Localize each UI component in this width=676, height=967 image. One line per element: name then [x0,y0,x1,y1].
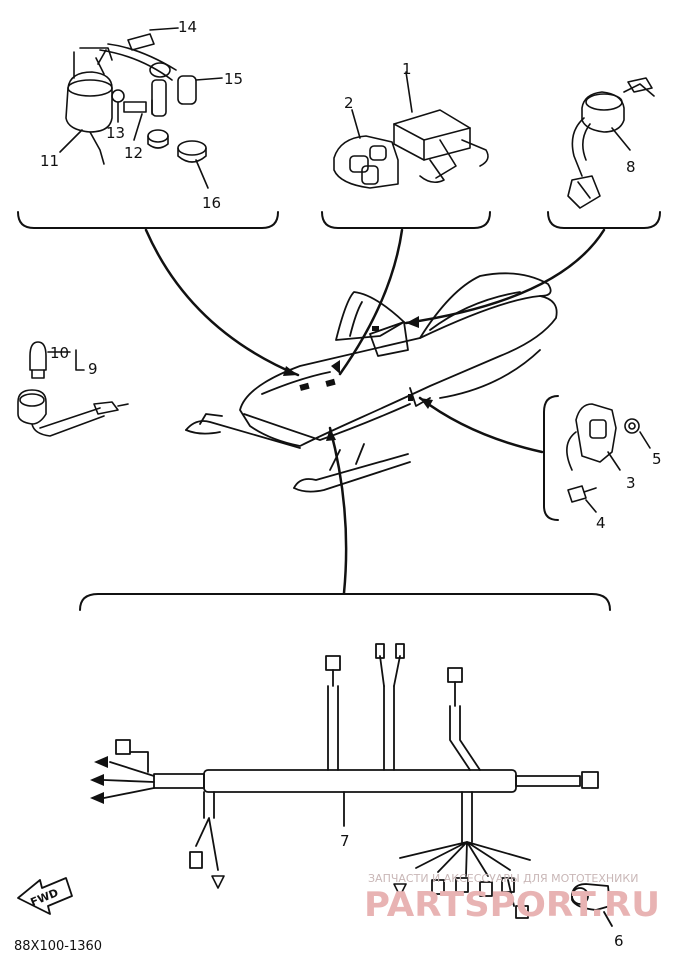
regulator-group [566,403,651,513]
part-label-11: 11 [40,152,59,170]
snowmobile-illustration [185,272,558,493]
part-label-6: 6 [614,932,624,950]
part-label-7: 7 [340,832,350,850]
part-label-16: 16 [202,194,221,212]
bottom-harness-bracket [79,593,611,611]
part-label-3: 3 [626,474,636,492]
harness-down-arrows [211,875,407,897]
wire-harness [103,643,613,927]
part-label-2: 2 [344,94,354,112]
fwd-label: FWD [29,886,61,909]
top-left-bracket [17,211,279,229]
part-label-9: 9 [88,360,98,378]
part-label-13: 13 [106,124,125,142]
snowmobile-details [299,326,413,401]
fwd-arrow-icon [17,877,73,915]
part-label-10: 10 [50,344,69,362]
top-middle-bracket [321,211,491,229]
part-label-1: 1 [402,60,412,78]
cdi-unit-group [333,71,489,189]
top-right-bracket [547,211,661,229]
part-label-14: 14 [178,18,197,36]
drawing-code: 88X100-1360 [14,939,102,954]
part-label-8: 8 [626,158,636,176]
part-label-4: 4 [596,514,606,532]
part-label-5: 5 [652,450,662,468]
ignition-coil-group [59,27,223,189]
part-label-12: 12 [124,144,143,162]
part-label-15: 15 [224,70,243,88]
leader-arrows [144,228,606,595]
harness-arrowheads [90,756,108,804]
watermark-tagline: ЗАПЧАСТИ И АКСЕССУАРЫ ДЛЯ МОТОТЕХНИКИ [368,872,638,885]
watermark-brand: PARTSPORT.RU [364,885,660,925]
main-switch-group [567,77,655,209]
part-number-labels: 1 2 3 4 5 6 7 8 9 10 11 12 13 14 15 16 [40,18,662,950]
right-side-bracket [543,395,559,521]
tail-light-group [17,341,129,437]
